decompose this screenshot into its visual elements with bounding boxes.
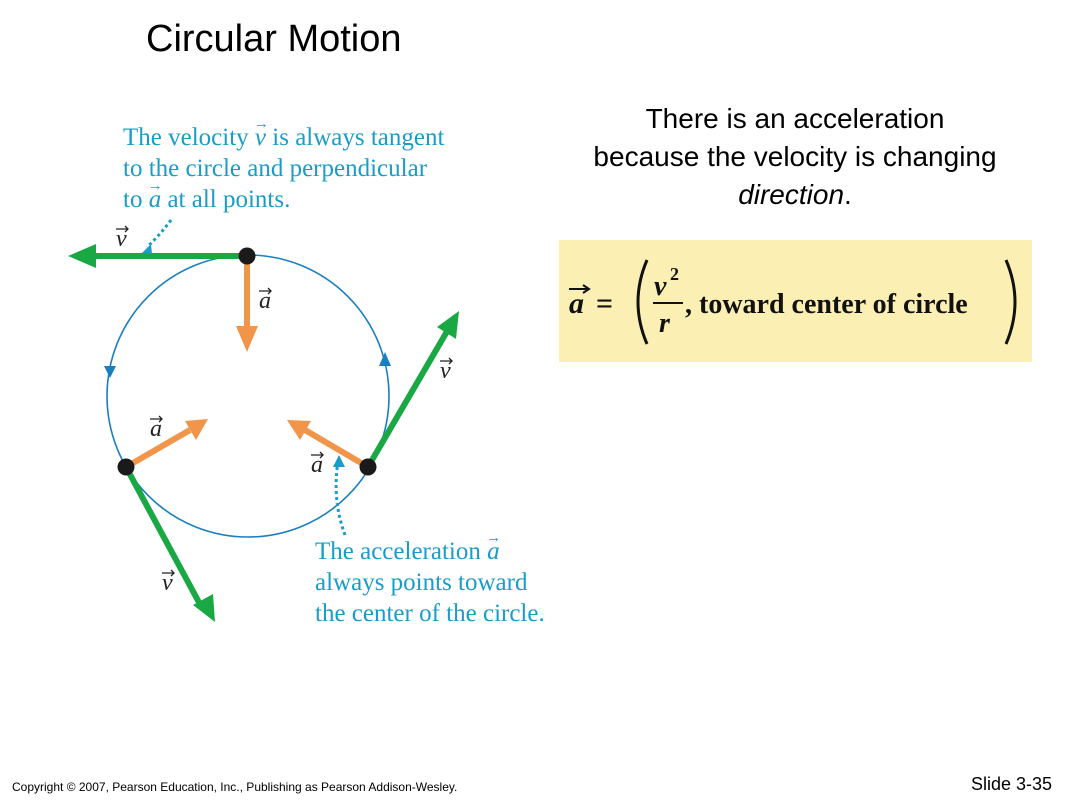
formula-exponent: 2 — [670, 264, 679, 284]
explanation-end: . — [844, 179, 852, 210]
velocity-arrowhead-right — [437, 311, 459, 339]
caption-acceleration-line1: The acceleration a — [315, 536, 545, 567]
pointer-top-caption — [145, 219, 173, 249]
formula-left-paren — [636, 259, 649, 345]
explanation-main: There is an acceleration because the vel… — [593, 103, 997, 172]
caption-velocity-text-b: is always tangent — [266, 124, 445, 151]
caption-velocity-symbol-v: v — [255, 124, 266, 151]
formula-box: a = v 2 r , toward center of circle — [559, 240, 1032, 362]
velocity-arrow-right — [365, 326, 452, 469]
label-a-right-arrow — [311, 451, 324, 459]
caption-acceleration-text-a: The acceleration — [315, 538, 488, 565]
formula-lhs: a — [569, 287, 584, 320]
caption-velocity: The velocity v is always tangent to the … — [123, 122, 444, 215]
velocity-arrowhead-left — [193, 594, 215, 622]
pointer-bottom-caption — [334, 461, 347, 536]
pointer-top-caption-head — [142, 244, 152, 254]
footer-copyright: Copyright © 2007, Pearson Education, Inc… — [12, 780, 458, 794]
velocity-arrowhead-top — [68, 244, 96, 268]
slide-title: Circular Motion — [146, 18, 402, 60]
caption-acceleration-line3: the center of the circle. — [315, 600, 545, 627]
caption-velocity-line3: to a at all points. — [123, 184, 444, 215]
label-v-top-arrow — [116, 225, 129, 233]
caption-velocity-symbol-a: a — [149, 186, 162, 213]
slide-number: Slide 3-35 — [970, 774, 1052, 794]
particle-right — [359, 458, 377, 476]
label-v-right-arrow — [440, 357, 453, 365]
label-v-right: v — [440, 358, 451, 384]
formula-text: , toward center of circle — [685, 289, 968, 320]
acceleration-arrowhead-left — [185, 419, 208, 440]
caption-velocity-text-a: The velocity — [123, 124, 255, 151]
formula-right-paren — [1004, 259, 1017, 345]
formula-numerator: v — [654, 271, 667, 302]
pointer-bottom-caption-head — [333, 455, 345, 467]
formula-lhs-vector-head — [582, 284, 591, 294]
circle-direction-arrow-left — [104, 366, 116, 378]
particle-left — [117, 458, 135, 476]
label-a-top: a — [259, 288, 271, 314]
label-v-left: v — [162, 570, 173, 596]
acceleration-arrowhead-right — [287, 420, 311, 440]
caption-velocity-line2: to the circle and perpendicular — [123, 155, 428, 182]
label-a-top-arrow — [259, 287, 272, 295]
formula-svg: a = v 2 r , toward center of circle — [569, 259, 1017, 345]
label-v-left-arrow — [162, 569, 175, 577]
particle-top — [238, 247, 256, 265]
label-a-left: a — [150, 416, 162, 442]
acceleration-arrowhead-top — [236, 326, 258, 352]
acceleration-arrow-right — [303, 427, 370, 470]
formula-equals: = — [596, 287, 613, 320]
explanation-text: There is an acceleration because the vel… — [590, 100, 1000, 214]
velocity-arrow-left — [123, 465, 205, 610]
label-a-left-arrow — [150, 415, 163, 423]
caption-acceleration-line2: always points toward — [315, 569, 528, 596]
acceleration-arrow-left — [124, 427, 192, 470]
caption-acceleration: The acceleration a always points toward … — [315, 536, 545, 629]
caption-velocity-text-c: to — [123, 186, 149, 213]
caption-velocity-line1: The velocity v is always tangent — [123, 122, 444, 153]
caption-acceleration-symbol-a: a — [487, 538, 500, 565]
formula-denominator: r — [659, 308, 671, 339]
label-v-top: v — [116, 226, 127, 252]
explanation-emphasis: direction — [738, 179, 845, 210]
label-a-right: a — [311, 452, 323, 478]
caption-velocity-text-d: at all points. — [161, 186, 291, 213]
circle-direction-arrow-right — [379, 352, 391, 366]
